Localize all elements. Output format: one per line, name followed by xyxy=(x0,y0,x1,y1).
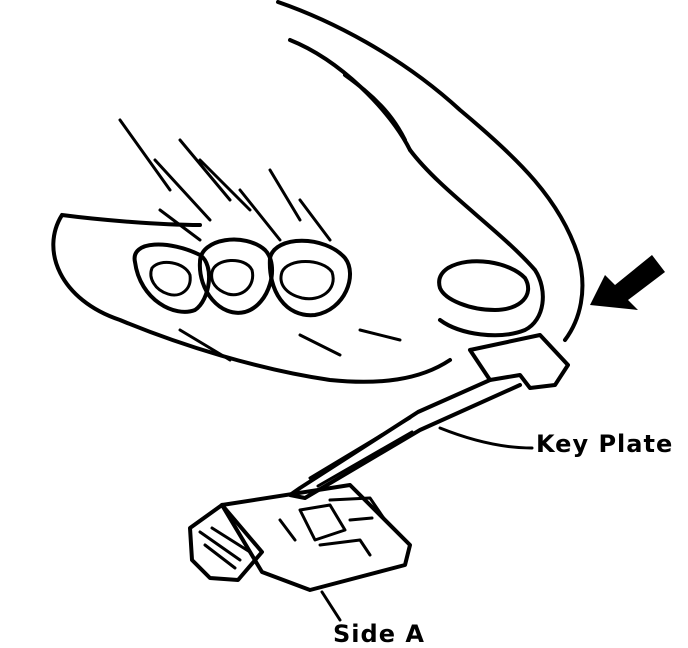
hand-outline xyxy=(276,0,585,342)
card-leader xyxy=(320,590,342,622)
finger-3 xyxy=(267,238,352,318)
thumb-outline xyxy=(288,38,412,152)
thumbnail xyxy=(437,259,531,312)
card-tab-ridges xyxy=(198,526,252,570)
side-a-card xyxy=(188,483,412,622)
card-circuit xyxy=(278,496,387,557)
fingernail-3 xyxy=(279,260,335,301)
card-tab xyxy=(188,503,264,582)
finger-1 xyxy=(132,242,212,314)
side-a-label: Side A xyxy=(333,620,425,648)
hand xyxy=(51,0,585,384)
fingernail-1 xyxy=(149,260,192,297)
arrow-icon xyxy=(590,255,665,310)
key-plate xyxy=(288,333,570,500)
key-plate-label: Key Plate xyxy=(536,430,674,458)
finger-2 xyxy=(197,237,275,315)
card-body xyxy=(220,483,412,592)
wrist-detail xyxy=(178,328,402,362)
key-plate-head xyxy=(468,333,570,390)
key-plate-groove xyxy=(308,416,414,488)
key-plate-blade xyxy=(288,378,522,500)
hand-lower-edge xyxy=(51,213,452,384)
thumb xyxy=(408,148,545,338)
key-plate-leader xyxy=(438,426,534,450)
fingernail-2 xyxy=(210,259,255,297)
